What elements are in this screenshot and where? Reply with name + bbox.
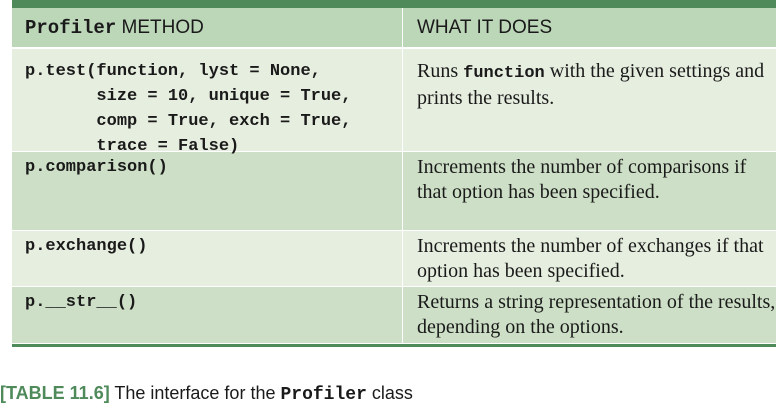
method-description: Returns a string representation of the r…	[417, 291, 776, 338]
table-row-exchange: p.exchange() Increments the number of ex…	[12, 231, 776, 287]
method-cell: p.comparison()	[12, 152, 403, 230]
method-signature: p.__str__()	[25, 293, 138, 312]
table-row-str: p.__str__() Returns a string representat…	[12, 287, 776, 344]
method-description: Increments the number of exchanges if th…	[417, 235, 764, 282]
caption-text-before: The interface for the	[109, 383, 281, 403]
header-method-label: METHOD	[116, 17, 204, 38]
header-method-code: Profiler	[25, 17, 117, 39]
method-signature: p.exchange()	[25, 237, 148, 256]
header-description-cell: WHAT IT DOES	[403, 8, 776, 47]
description-cell: Returns a string representation of the r…	[403, 287, 776, 343]
description-cell: Increments the number of comparisons if …	[403, 152, 776, 230]
method-cell: p.exchange()	[12, 231, 403, 286]
table-top-rule	[12, 0, 776, 8]
description-cell: Increments the number of exchanges if th…	[403, 231, 776, 286]
method-signature: p.comparison()	[25, 158, 168, 177]
caption-close-bracket: ]	[103, 383, 110, 403]
method-cell: p.test(function, lyst = None, size = 10,…	[12, 49, 403, 156]
caption-open-bracket: [	[0, 383, 6, 403]
table-caption: [TABLE 11.6] The interface for the Profi…	[0, 383, 413, 405]
method-description: Runs function with the given settings an…	[417, 59, 776, 111]
table-row-comparison: p.comparison() Increments the number of …	[12, 152, 776, 231]
profiler-interface-table: Profiler METHOD WHAT IT DOES p.test(func…	[12, 0, 776, 347]
method-cell: p.__str__()	[12, 287, 403, 343]
caption-label: TABLE 11.6	[6, 383, 104, 403]
method-signature: p.test(function, lyst = None, size = 10,…	[25, 62, 352, 156]
caption-code: Profiler	[280, 385, 367, 405]
table-bottom-rule	[12, 344, 776, 347]
table-row-test: p.test(function, lyst = None, size = 10,…	[12, 49, 776, 156]
description-cell: Runs function with the given settings an…	[403, 49, 776, 151]
header-method-cell: Profiler METHOD	[12, 8, 403, 47]
description-inline-code: function	[463, 64, 545, 83]
caption-text-after: class	[366, 383, 413, 403]
header-what-it-does: WHAT IT DOES	[417, 17, 553, 38]
table-header-row: Profiler METHOD WHAT IT DOES	[12, 8, 776, 49]
description-text-after: with the given settings and prints the r…	[417, 60, 765, 109]
method-description: Increments the number of comparisons if …	[417, 156, 747, 203]
description-text-before: Runs	[417, 60, 464, 82]
